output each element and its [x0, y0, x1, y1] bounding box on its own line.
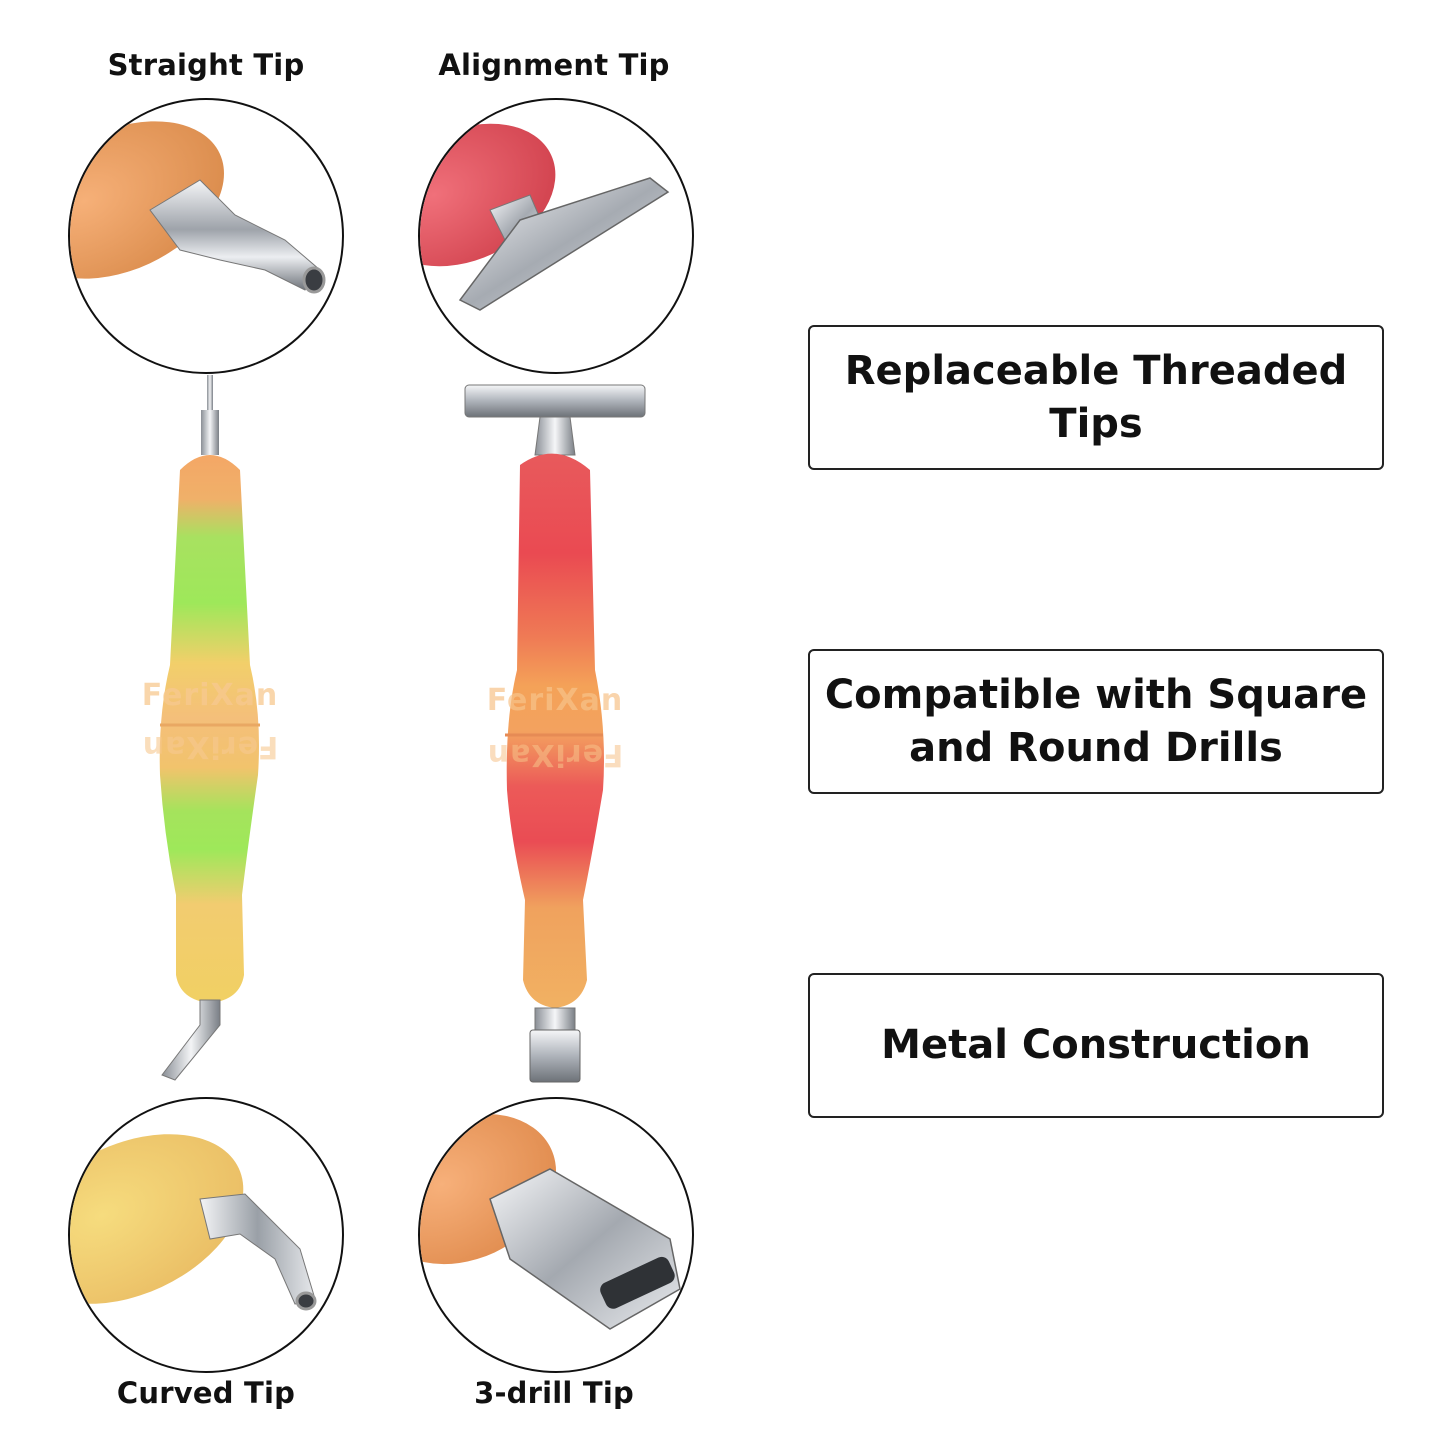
feature-compatible-drills: Compatible with Square and Round Drills [808, 649, 1384, 794]
alignment-three-drill-tool: FeriXan FeriXan [464, 384, 646, 1083]
three-drill-opening [600, 1256, 675, 1309]
straight-tip-rod [207, 375, 213, 410]
three-drill-head [529, 1029, 581, 1083]
feature-threaded-tips: Replaceable Threaded Tips [808, 325, 1384, 470]
feature-metal-construction: Metal Construction [808, 973, 1384, 1118]
three-drill-tip-closeup [418, 1097, 694, 1373]
three-drill-tip-label: 3-drill Tip [474, 1376, 634, 1410]
brand-emboss: FeriXan [487, 683, 623, 718]
feature-threaded-tips-text: Replaceable Threaded Tips [844, 347, 1348, 447]
feature-metal-construction-text: Metal Construction [881, 1022, 1311, 1069]
alignment-blade [458, 177, 670, 311]
handle-gradient [506, 453, 604, 1008]
straight-tip-illustration [70, 121, 326, 294]
curved-tip-illustration [70, 1134, 317, 1311]
curved-tip-closeup [68, 1097, 344, 1373]
brand-emboss-flipped: FeriXan [142, 729, 278, 764]
straight-tip-metal [149, 179, 321, 291]
feature-compatible-line2: and Round Drills [909, 724, 1283, 771]
three-drill-metal [489, 1168, 681, 1330]
handle-gradient [159, 455, 259, 1003]
curved-tip-rod [161, 999, 221, 1081]
straight-tip-collar [201, 410, 219, 455]
alignment-tip-label: Alignment Tip [438, 48, 670, 82]
tip-opening [295, 1291, 317, 1311]
alignment-neck [534, 416, 576, 456]
feature-compatible-line1: Compatible with Square [824, 671, 1368, 718]
straight-tip-closeup [68, 98, 344, 374]
alignment-blade [464, 384, 646, 418]
straight-tip-label: Straight Tip [107, 48, 305, 82]
three-drill-collar [534, 1007, 576, 1031]
brand-emboss-flipped: FeriXan [487, 737, 623, 772]
tip-opening [302, 266, 326, 294]
alignment-tip-closeup [418, 98, 694, 374]
curved-tip-label: Curved Tip [116, 1376, 296, 1410]
brand-emboss: FeriXan [142, 678, 278, 713]
feature-compatible-drills-text: Compatible with Square and Round Drills [825, 669, 1367, 775]
straight-curved-tool: FeriXan FeriXan [142, 375, 278, 1081]
three-drill-tip-illustration [420, 1113, 681, 1330]
alignment-tip-illustration [420, 123, 670, 311]
curved-tip-metal [199, 1193, 316, 1305]
